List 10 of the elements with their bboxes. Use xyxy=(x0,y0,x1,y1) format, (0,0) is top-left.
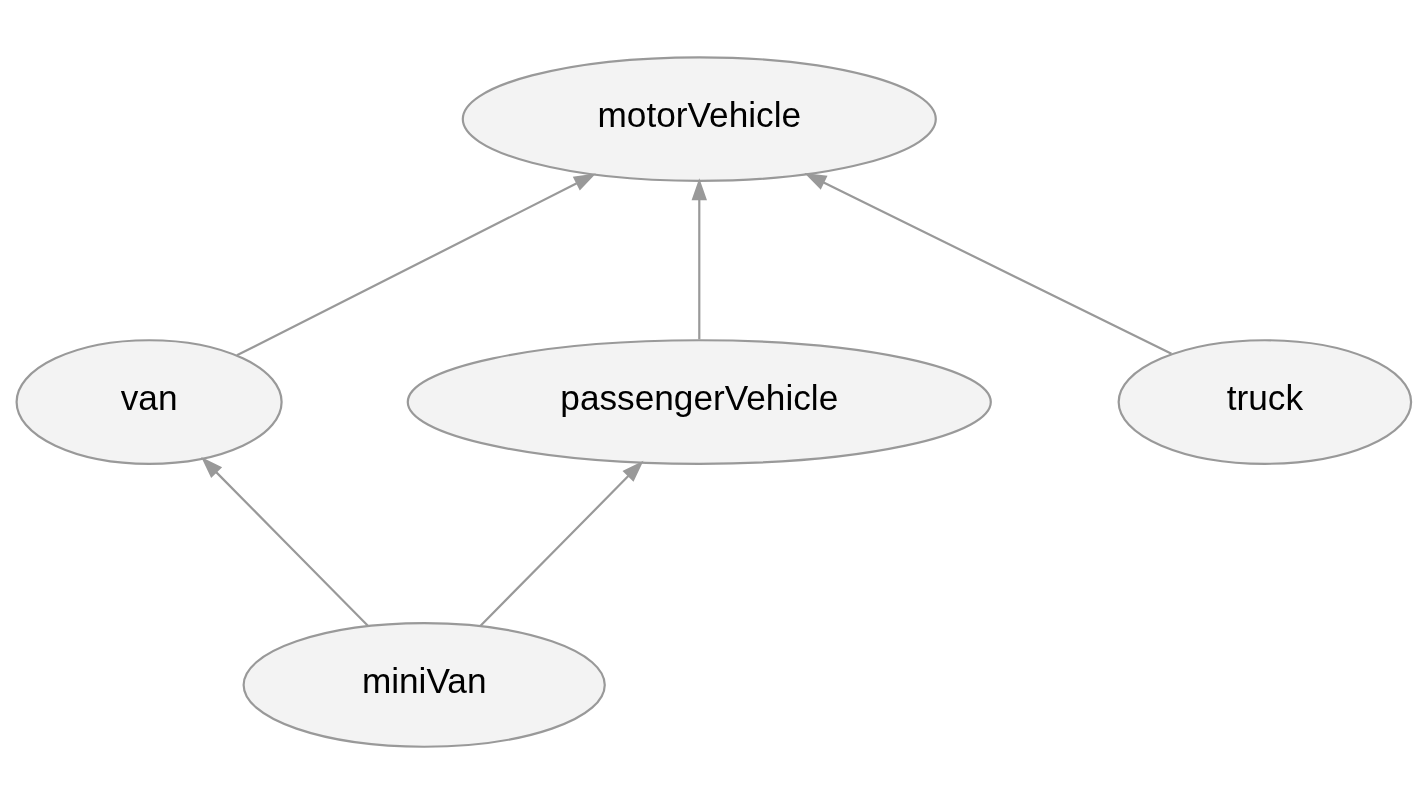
arrow xyxy=(804,172,1172,355)
arrow xyxy=(201,456,369,626)
arrow xyxy=(236,173,596,356)
node-ellipse: van xyxy=(15,338,283,465)
node-ellipse: truck xyxy=(1117,338,1413,465)
node-ellipse: motorVehicle xyxy=(461,55,937,182)
arrow xyxy=(691,177,707,339)
arrow xyxy=(479,460,644,626)
node-ellipse: miniVan xyxy=(242,621,606,748)
node-ellipse: passengerVehicle xyxy=(406,338,992,465)
